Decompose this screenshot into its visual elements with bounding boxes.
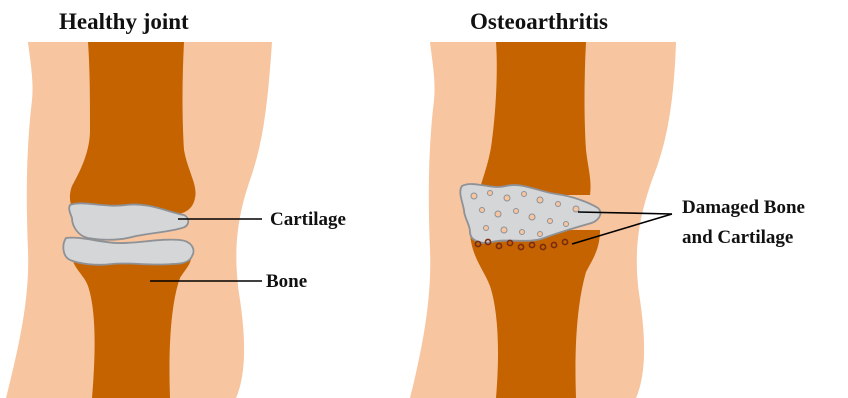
- damaged-label-line1: Damaged Bone: [682, 197, 805, 218]
- pore: [538, 232, 543, 237]
- pore: [548, 219, 553, 224]
- pore: [504, 195, 510, 201]
- healthy-joint-panel: Healthy joint Cartilage Bone: [6, 9, 346, 398]
- pore: [556, 202, 561, 207]
- pore: [529, 214, 535, 220]
- pore: [573, 206, 579, 212]
- pore: [564, 222, 569, 227]
- pore: [537, 197, 543, 203]
- pore: [484, 226, 489, 231]
- pore: [514, 209, 519, 214]
- pore: [471, 193, 477, 199]
- pore: [480, 208, 485, 213]
- bone-label: Bone: [266, 271, 307, 292]
- cartilage-label: Cartilage: [270, 209, 346, 230]
- pore: [495, 211, 501, 217]
- pore: [501, 227, 507, 233]
- osteoarthritis-panel: Osteoarthritis Damaged Bone and Cartilag…: [410, 9, 805, 398]
- pore: [488, 191, 493, 196]
- damaged-label-line2: and Cartilage: [682, 227, 793, 248]
- healthy-joint-title: Healthy joint: [59, 9, 189, 34]
- pore: [522, 192, 527, 197]
- osteoarthritis-title: Osteoarthritis: [470, 9, 608, 34]
- pore: [520, 230, 525, 235]
